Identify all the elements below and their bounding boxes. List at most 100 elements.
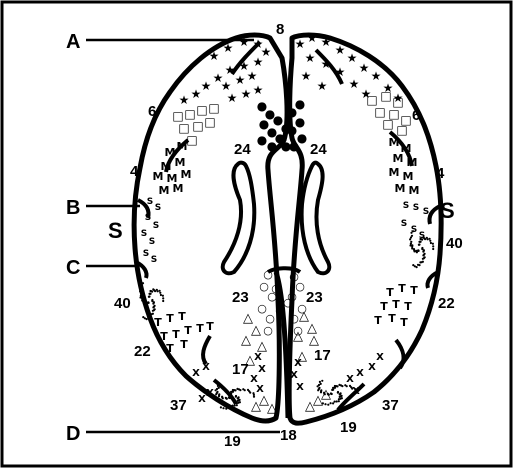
pointer-label-b: B <box>66 197 80 219</box>
stipple-dot <box>140 284 142 286</box>
stipple-dot <box>336 400 338 402</box>
stipple-dot <box>429 240 431 242</box>
s-marker: S <box>403 201 409 211</box>
x-marker: X <box>294 358 302 369</box>
star-marker: ★ <box>295 37 306 51</box>
stipple-dot <box>228 396 230 398</box>
stipple-dot <box>162 300 164 302</box>
t-marker: T <box>166 342 174 355</box>
x-marker: X <box>202 362 210 373</box>
s-marker: S <box>401 219 407 229</box>
x-marker: X <box>346 374 354 385</box>
stipple-dot <box>230 406 232 408</box>
square-marker: □ <box>380 89 391 103</box>
stipple-dot <box>149 313 151 315</box>
s-marker: S <box>423 207 429 217</box>
star-marker: ★ <box>247 69 258 83</box>
stipple-dot <box>422 251 424 253</box>
star-marker: ★ <box>191 87 202 101</box>
stipple-dot <box>324 403 326 405</box>
stipple-dot <box>420 241 422 243</box>
stipple-dot <box>338 398 340 400</box>
stipple-dot <box>232 405 234 407</box>
pointer-label-c: C <box>66 257 80 279</box>
t-marker: T <box>196 322 204 335</box>
stipple-dot <box>418 243 420 245</box>
t-marker: T <box>410 284 418 297</box>
stipple-dot <box>154 290 156 292</box>
stipple-dot <box>432 248 434 250</box>
star-marker: ★ <box>305 51 316 65</box>
stipple-dot <box>141 296 143 298</box>
s-marker: S <box>149 237 155 247</box>
stipple-dot <box>142 282 144 284</box>
t-marker: T <box>392 298 400 311</box>
m-marker: M <box>181 168 192 181</box>
m-marker: M <box>393 152 404 165</box>
t-marker: T <box>380 300 388 313</box>
stipple-dot <box>415 250 417 252</box>
stipple-dot <box>417 264 419 266</box>
filled-circle-marker: ● <box>289 139 299 153</box>
stipple-dot <box>341 385 343 387</box>
t-marker: T <box>180 338 188 351</box>
stipple-dot <box>339 393 341 395</box>
stipple-dot <box>143 300 145 302</box>
area-label-40-right: 40 <box>446 235 463 252</box>
area-label-22-left: 22 <box>134 343 151 360</box>
stipple-dot <box>236 402 238 404</box>
stipple-dot <box>332 389 334 391</box>
star-marker: ★ <box>235 73 246 87</box>
stipple-dot <box>351 388 353 390</box>
stipple-dot <box>152 310 154 312</box>
stipple-dot <box>152 306 154 308</box>
open-circle-marker: ○ <box>275 304 285 317</box>
x-marker: X <box>368 362 376 373</box>
star-marker: ★ <box>253 55 264 69</box>
m-marker: M <box>173 182 184 195</box>
s-marker: S <box>145 213 151 223</box>
stipple-dot <box>151 300 153 302</box>
t-marker: T <box>178 310 186 323</box>
star-marker: ★ <box>321 35 332 49</box>
stipple-dot <box>412 230 414 232</box>
stipple-dot <box>327 393 329 395</box>
x-marker: X <box>258 364 266 375</box>
star-marker: ★ <box>371 69 382 83</box>
open-circle-marker: ○ <box>263 324 273 337</box>
triangle-marker: △ <box>309 333 319 348</box>
square-marker: □ <box>382 117 393 131</box>
triangle-marker: △ <box>305 399 315 414</box>
area-label-6-left: 6 <box>148 103 156 120</box>
pointer-label-d: D <box>66 423 80 445</box>
stipple-dot <box>219 384 221 386</box>
stipple-dot <box>216 391 218 393</box>
stipple-dot <box>218 393 220 395</box>
stipple-dot <box>334 387 336 389</box>
stipple-dot <box>152 303 154 305</box>
star-marker: ★ <box>227 91 238 105</box>
x-marker: X <box>206 388 214 399</box>
stipple-dot <box>145 302 147 304</box>
area-label-8: 8 <box>276 21 284 38</box>
right-lateral-ventricle <box>302 163 330 274</box>
star-marker: ★ <box>301 69 312 83</box>
x-marker: X <box>254 352 262 363</box>
m-marker: M <box>389 136 400 149</box>
t-marker: T <box>400 316 408 329</box>
stipple-dot <box>411 235 413 237</box>
star-marker: ★ <box>359 61 370 75</box>
area-label-22-right: 22 <box>438 295 455 312</box>
area-label-4-left: 4 <box>130 163 139 180</box>
stipple-dot <box>334 401 336 403</box>
m-marker: M <box>389 166 400 179</box>
t-marker: T <box>404 300 412 313</box>
stipple-dot <box>162 297 164 299</box>
stipple-dot <box>234 389 236 391</box>
t-marker: T <box>154 316 162 329</box>
stipple-dot <box>225 397 227 399</box>
stipple-dot <box>421 248 423 250</box>
s-marker: S <box>151 255 157 265</box>
stipple-dot <box>427 238 429 240</box>
